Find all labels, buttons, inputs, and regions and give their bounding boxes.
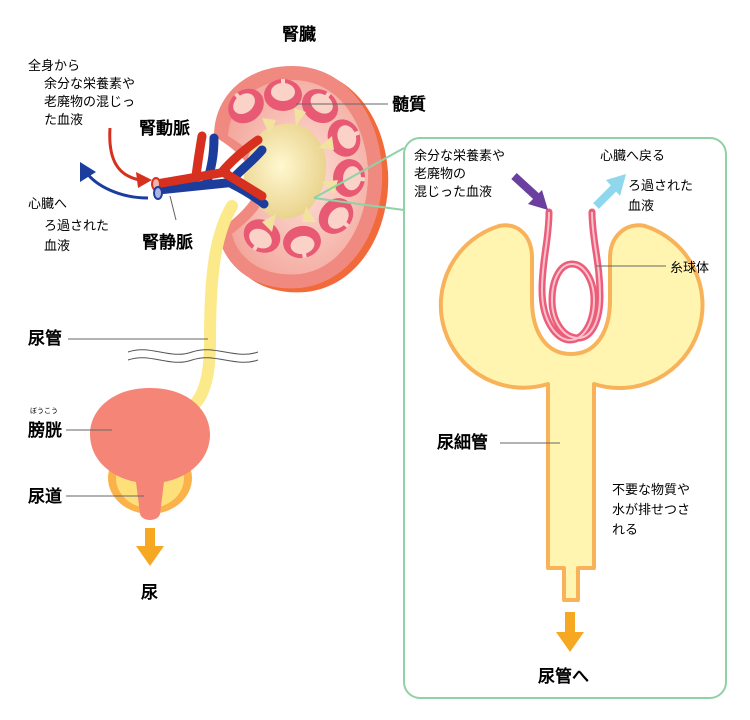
from-body-note: 全身から 余分な栄養素や 老廃物の混じっ た血液 — [28, 58, 135, 128]
renal-calyces — [262, 108, 338, 232]
renal-vein-label: 腎静脈 — [142, 232, 193, 253]
to-heart-line-1: 心臓へ — [28, 197, 67, 212]
inset-in-line-3: 混じった血液 — [414, 185, 492, 200]
bladder — [90, 388, 210, 520]
from-body-line-3: 老廃物の混じっ — [44, 94, 135, 110]
inset-outflow-arrow — [593, 183, 619, 209]
inset-out-line-3: 血液 — [628, 199, 654, 214]
inset-inflow-note: 余分な栄養素や 老廃物の 混じった血液 — [414, 148, 505, 200]
nephron — [438, 208, 705, 602]
ureter-break-mark — [127, 349, 259, 363]
outgoing-blood-arrowhead — [80, 162, 96, 182]
from-body-line-1: 全身から — [28, 58, 80, 74]
medulla-label: 髄質 — [392, 94, 426, 115]
vein-leader — [169, 195, 177, 221]
incoming-blood-arrowhead — [136, 172, 152, 188]
inset-out-line-2: ろ過された — [628, 179, 693, 194]
inset-connector — [313, 147, 405, 211]
to-ureter-arrowhead — [556, 632, 584, 652]
bladder-group — [90, 388, 210, 520]
renal-vessels — [151, 131, 269, 209]
urine-arrowhead — [136, 546, 164, 566]
to-heart-note: 心臓へ ろ過された 血液 — [28, 197, 109, 254]
inset-out-line-1: 心臓へ戻る — [600, 149, 665, 164]
bladder-reading: ぼうこう — [30, 407, 58, 415]
bladder-label: 膀胱 — [28, 420, 62, 441]
glomerulus-label: 糸球体 — [670, 261, 709, 276]
kidney-title: 腎臓 — [282, 25, 316, 45]
urethra-label: 尿道 — [28, 486, 62, 507]
inset-outflow-arrowhead — [606, 174, 626, 196]
renal-artery-label: 腎動脈 — [139, 118, 190, 139]
renal-tubule-label: 尿細管 — [437, 432, 488, 453]
urine-label: 尿 — [141, 583, 158, 603]
excreted-line-2: 水が排せつさ — [612, 503, 690, 518]
to-ureter-arrow-shaft — [565, 612, 575, 634]
to-ureter-label: 尿管へ — [538, 666, 589, 687]
from-body-line-4: た血液 — [44, 113, 83, 128]
excretion-note: 不要な物質や 水が排せつさ れる — [612, 483, 690, 538]
bowmans-capsule-and-tubule — [438, 223, 705, 602]
inset-in-line-1: 余分な栄養素や — [414, 148, 505, 164]
inset-outflow-note: 心臓へ戻る ろ過された 血液 — [600, 149, 693, 214]
urine-arrow-shaft — [145, 528, 155, 548]
glomerulus-highlight — [540, 211, 602, 342]
leader-lines-inset — [500, 265, 666, 444]
ureter — [182, 200, 238, 416]
leader-lines-left — [66, 103, 388, 497]
to-heart-line-2: ろ過された — [44, 219, 109, 234]
excreted-line-3: れる — [612, 523, 638, 538]
inset-inflow-arrow — [511, 173, 541, 201]
from-body-line-2: 余分な栄養素や — [44, 76, 135, 92]
excreted-line-1: 不要な物質や — [612, 483, 690, 498]
incoming-blood-arrow — [108, 127, 141, 182]
to-heart-line-3: 血液 — [44, 239, 70, 254]
inset-in-line-2: 老廃物の — [414, 166, 466, 182]
inset-inflow-arrowhead — [528, 190, 548, 210]
ureter-label: 尿管 — [28, 328, 62, 349]
